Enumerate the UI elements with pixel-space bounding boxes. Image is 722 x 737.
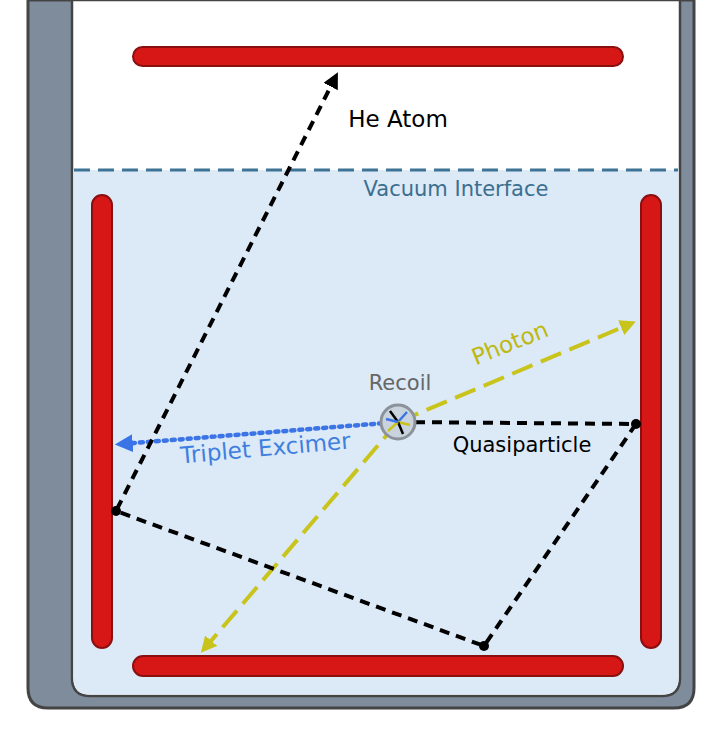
particle-label: He Atom xyxy=(348,107,448,132)
vacuum-region xyxy=(72,0,680,696)
sensor-bar xyxy=(92,195,112,648)
event-label: Recoil xyxy=(369,372,432,395)
particle-label: Quasiparticle xyxy=(453,434,592,457)
liquid-helium xyxy=(74,170,679,695)
cryostat-wall xyxy=(28,0,694,708)
quasiparticle-track xyxy=(116,78,636,646)
reflection-dot xyxy=(479,641,489,651)
sensor-bar xyxy=(641,195,661,648)
sensor-bar xyxy=(133,656,623,676)
recoil-symbol xyxy=(381,405,415,439)
sensor-bar xyxy=(133,47,623,66)
reflection-dot xyxy=(111,506,121,516)
recoil-burst xyxy=(386,411,410,434)
reflection-dot xyxy=(631,419,641,429)
interface-label: Vacuum Interface xyxy=(364,178,549,201)
vacuum-interface-line xyxy=(74,169,678,172)
